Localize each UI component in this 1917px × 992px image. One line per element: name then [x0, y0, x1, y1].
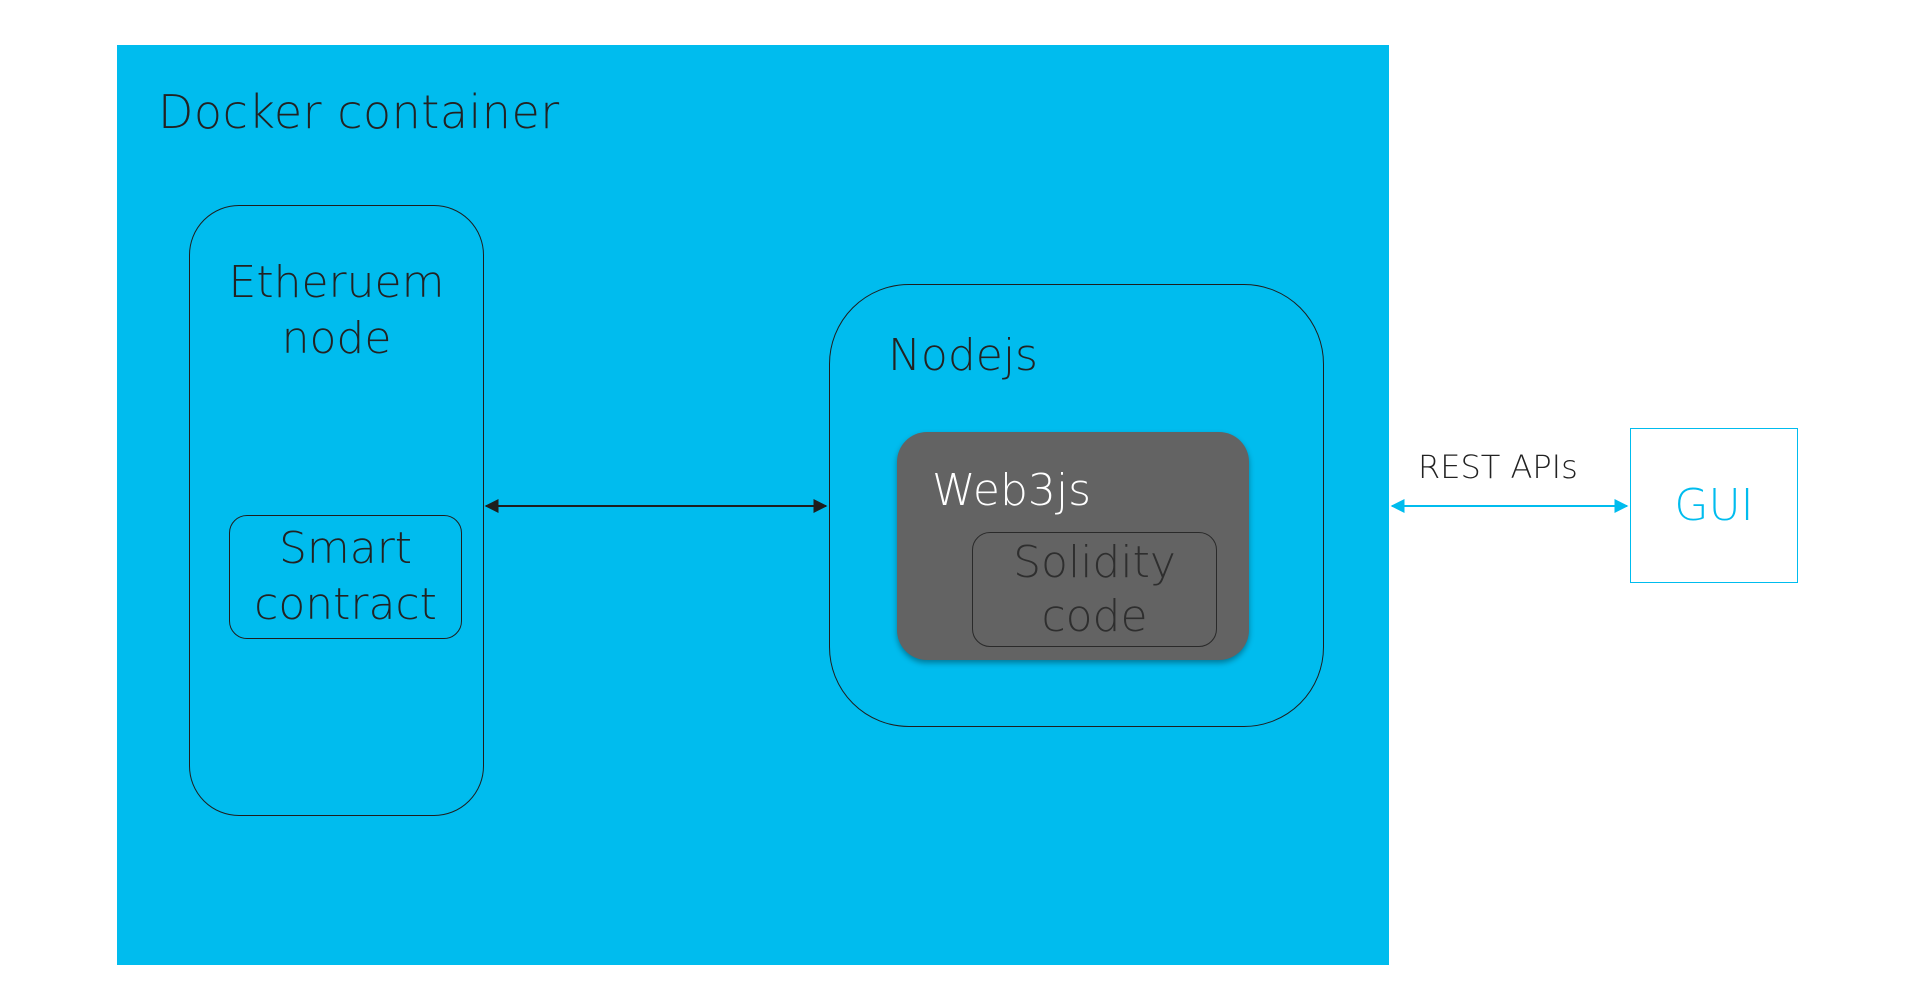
smart-contract-box: Smart contract — [229, 515, 462, 639]
nodejs-title: Nodejs — [888, 330, 1038, 381]
gui-box: GUI — [1630, 428, 1798, 583]
ethereum-node-title-line1: Etheruem — [228, 257, 445, 308]
solidity-code-line2: code — [1041, 590, 1148, 642]
smart-contract-line2: contract — [254, 579, 437, 630]
ethereum-node-title: Etheruem node — [189, 255, 484, 367]
ethereum-node-title-line2: node — [281, 313, 392, 364]
docker-container-title: Docker container — [158, 85, 560, 139]
rest-apis-label: REST APIs — [1418, 448, 1578, 486]
solidity-code-box: Solidity code — [972, 532, 1217, 647]
solidity-code-line1: Solidity — [1013, 536, 1176, 588]
ethereum-node-box — [189, 205, 484, 816]
smart-contract-line1: Smart — [278, 523, 413, 574]
web3js-box — [897, 432, 1249, 660]
nodejs-box — [829, 284, 1324, 727]
web3js-title: Web3js — [932, 465, 1092, 516]
